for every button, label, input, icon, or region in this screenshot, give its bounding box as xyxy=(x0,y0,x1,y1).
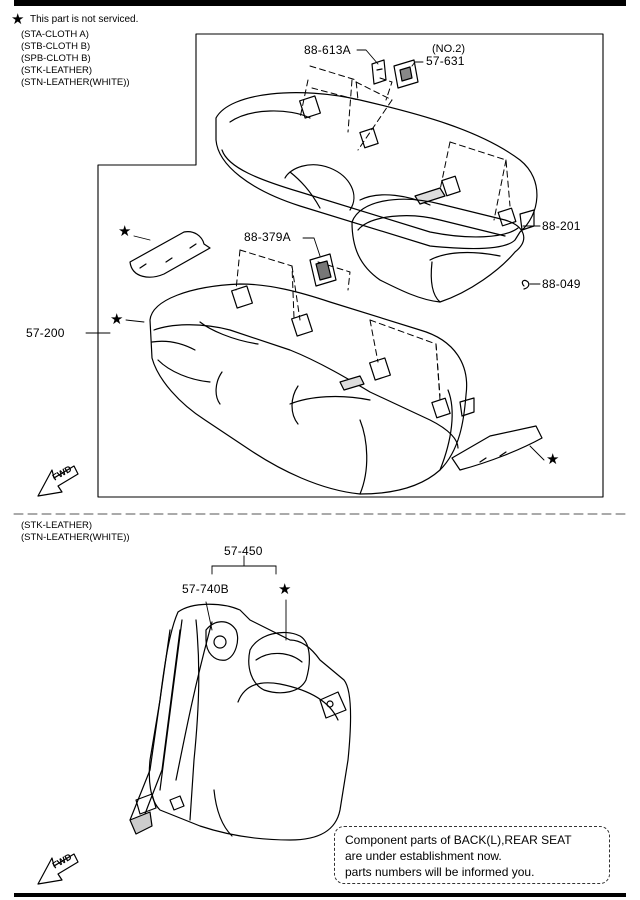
establishment-note-box: Component parts of BACK(L),REAR SEAT are… xyxy=(334,826,610,884)
fwd-arrow-lower-drawing xyxy=(37,853,79,885)
trim-top-0: (STA-CLOTH A) xyxy=(21,29,89,40)
leader-57-450 xyxy=(211,555,277,575)
callout-57-450: 57-450 xyxy=(224,544,263,558)
trim-bottom-1: (STN-LEATHER(WHITE)) xyxy=(21,532,130,543)
callout-57-200: 57-200 xyxy=(26,326,65,340)
leader-star-left-cover xyxy=(133,235,151,241)
callout-57-631: 57-631 xyxy=(426,54,465,68)
star-seat-back-icon: ★ xyxy=(278,581,292,598)
note-line-0: Component parts of BACK(L),REAR SEAT xyxy=(345,833,572,847)
seat-cushion-drawing xyxy=(149,249,475,495)
callout-88-379A: 88-379A xyxy=(244,230,291,244)
bottom-border-bar xyxy=(14,893,626,897)
leader-88-613A xyxy=(356,49,379,65)
seat-back-drawing xyxy=(215,65,538,303)
trim-top-4: (STN-LEATHER(WHITE)) xyxy=(21,77,130,88)
note-line-2: parts numbers will be informed you. xyxy=(345,865,535,879)
star-left-cover-icon: ★ xyxy=(118,223,132,240)
bezel-57-631-drawing xyxy=(393,59,419,89)
leader-star-right-cover xyxy=(529,445,545,461)
callout-88-613A: 88-613A xyxy=(304,43,351,57)
trim-bottom-0: (STK-LEATHER) xyxy=(21,520,93,531)
callout-88-201: 88-201 xyxy=(542,219,581,233)
trim-top-1: (STB-CLOTH B) xyxy=(21,41,91,52)
callout-88-049: 88-049 xyxy=(542,277,581,291)
trim-top-3: (STK-LEATHER) xyxy=(21,65,93,76)
star-right-cover-icon: ★ xyxy=(546,451,560,468)
callout-no2: (NO.2) xyxy=(432,43,465,55)
star-cushion-icon: ★ xyxy=(110,311,124,328)
right-side-cover-drawing xyxy=(451,425,543,471)
star-legend-icon: ★ xyxy=(11,11,25,28)
bracket-88-613A-drawing xyxy=(371,59,387,85)
leader-star-cushion xyxy=(125,319,145,323)
seat-back-left-drawing xyxy=(129,603,352,841)
star-legend-text: This part is not serviced. xyxy=(30,14,139,25)
leader-57-740B xyxy=(205,601,213,631)
leader-88-379A xyxy=(302,237,321,257)
callout-57-740B: 57-740B xyxy=(182,582,229,596)
diagram-frame xyxy=(97,33,604,498)
fwd-arrow-upper-drawing xyxy=(37,465,79,497)
note-line-1: are under establishment now. xyxy=(345,849,502,863)
leader-57-631 xyxy=(411,61,424,67)
bezel-88-379A-drawing xyxy=(309,253,337,287)
clip-88-049-drawing xyxy=(521,279,530,290)
left-side-cover-drawing xyxy=(129,231,211,278)
top-border-bar xyxy=(14,0,626,6)
trim-top-2: (SPB-CLOTH B) xyxy=(21,53,91,64)
